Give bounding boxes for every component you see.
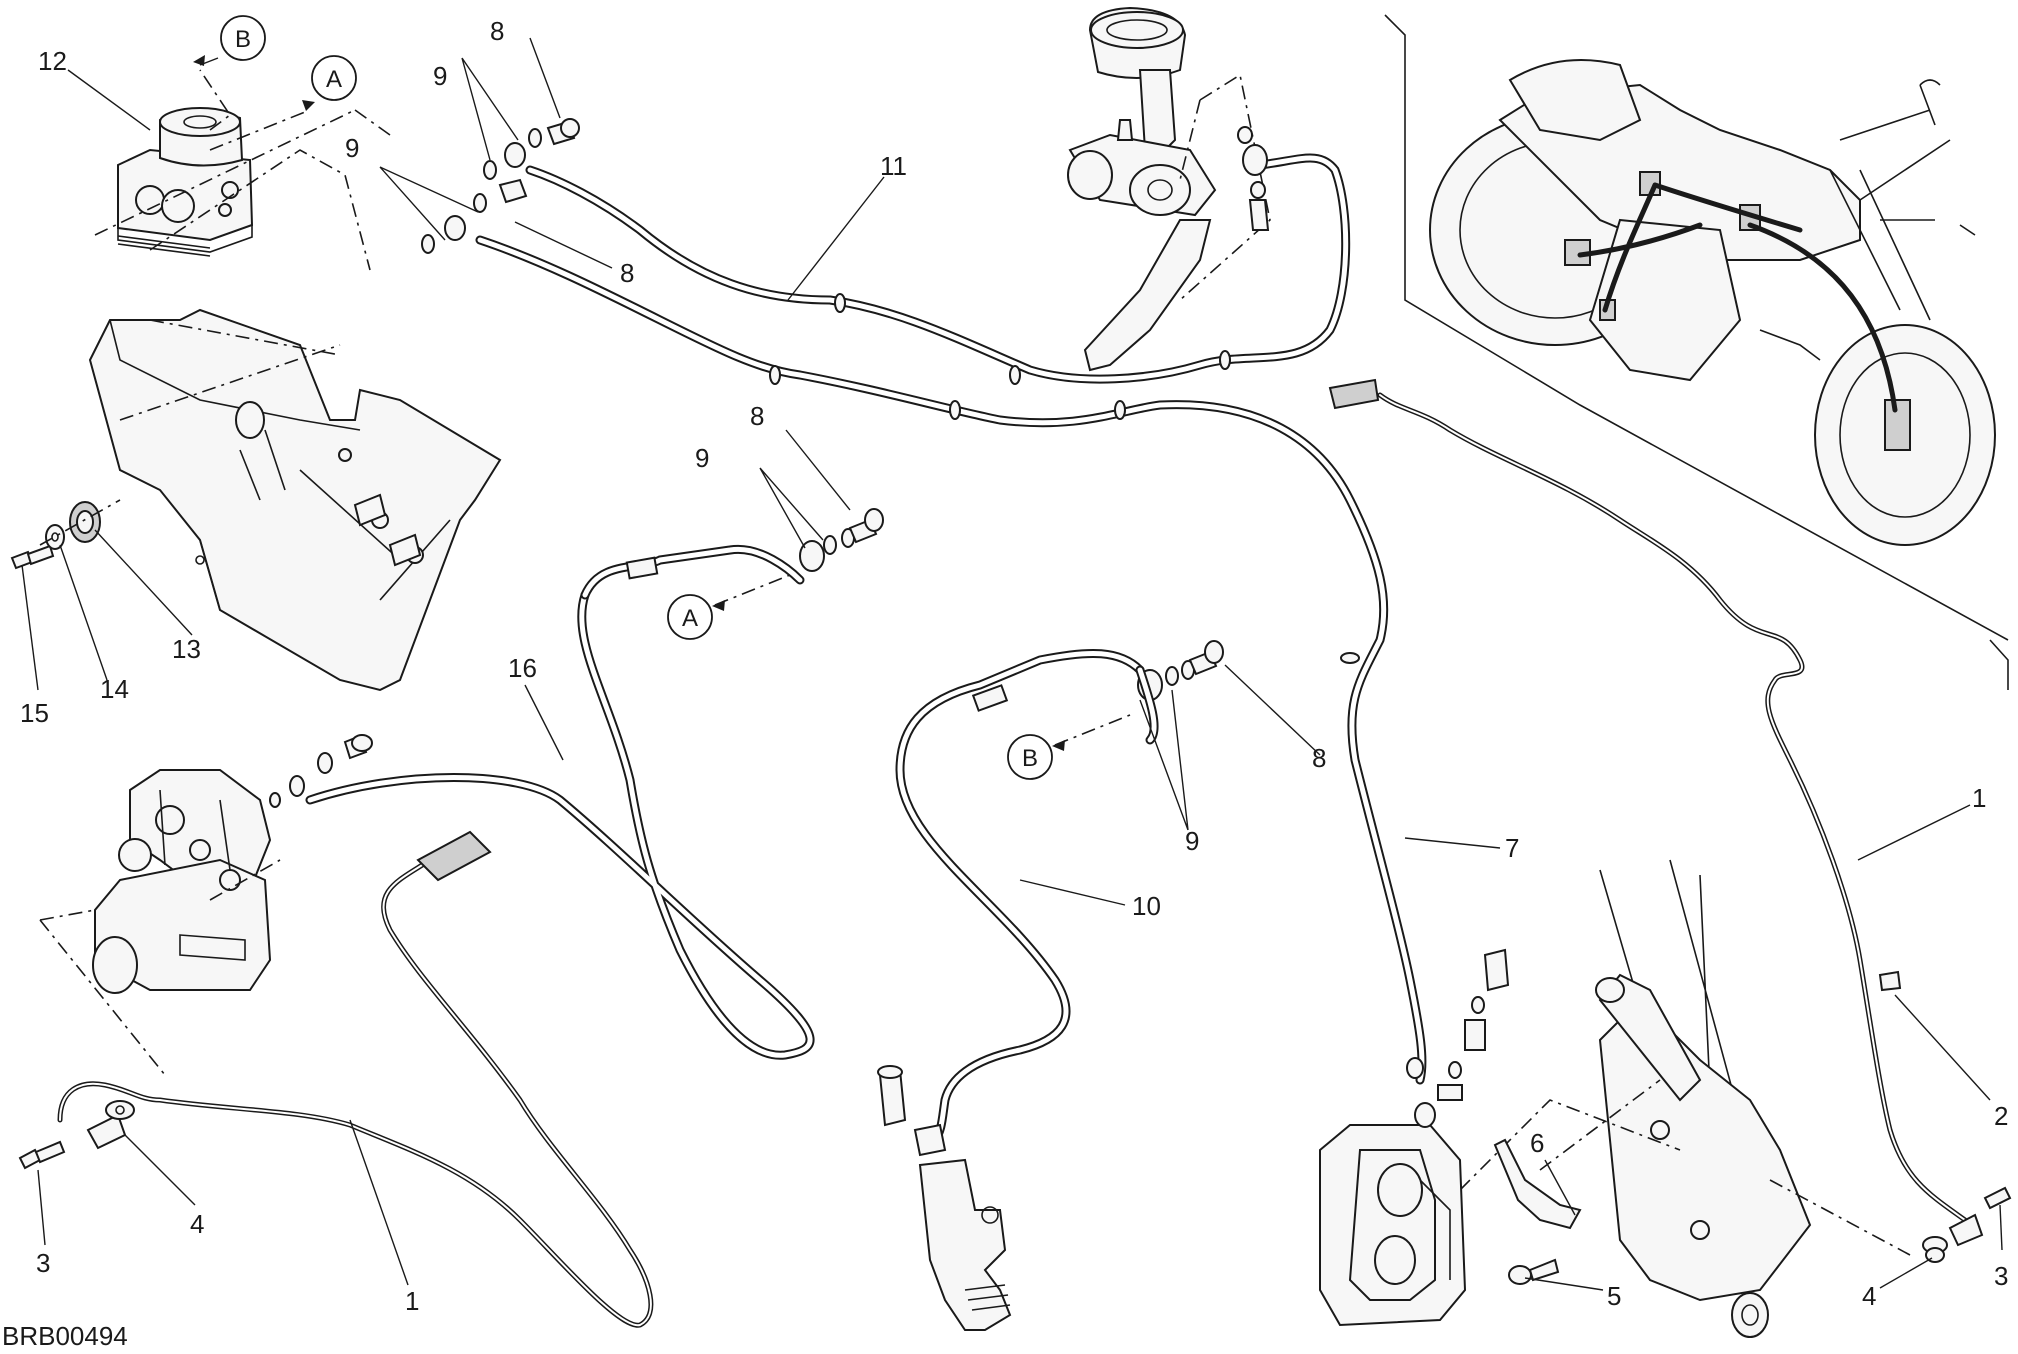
rear-sensor-connector <box>416 830 492 882</box>
front-speed-sensor <box>1922 1213 1984 1254</box>
brake-hose-7 <box>475 235 1427 1085</box>
ref-a-link-line <box>209 111 306 151</box>
callout-6: 6 <box>1530 1128 1544 1158</box>
brake-hose-11 <box>525 153 1351 384</box>
rubber-grommet-13 <box>69 501 101 543</box>
abs-outlet-fittings <box>421 118 580 254</box>
callout-8-middle: 8 <box>750 401 764 431</box>
sensor-bracket-6 <box>1493 1138 1582 1230</box>
rear-caliper-seal <box>269 792 281 808</box>
callout-15: 15 <box>20 698 49 728</box>
rear-caliper-washer-2 <box>289 775 305 797</box>
hose-10-ferrule <box>971 684 1009 712</box>
callout-1-right: 1 <box>1972 783 1986 813</box>
brake-hose-10 <box>895 649 1145 1145</box>
svg-text:B: B <box>235 26 251 53</box>
rear-caliper-banjo-bolt <box>343 734 373 760</box>
front-master-cylinder <box>1067 6 1217 372</box>
washer-14 <box>45 524 65 550</box>
rear-master-cylinder <box>877 1065 1012 1331</box>
leader-lines <box>21 37 2003 1291</box>
bracket-screw-5 <box>1508 1258 1560 1285</box>
svg-text:A: A <box>682 605 698 632</box>
callout-9-middle: 9 <box>695 443 709 473</box>
front-sensor-screw-3 <box>1983 1186 2012 1210</box>
ref-b-marker-middle: B <box>1007 734 1053 780</box>
rear-caliper-washer <box>317 752 333 774</box>
callout-3-right: 3 <box>1994 1261 2008 1291</box>
abs-unit-dash-box <box>94 109 391 271</box>
ref-b-marker-top: B <box>220 15 266 61</box>
ref-a-marker-top: A <box>311 55 357 101</box>
callout-4-left: 4 <box>190 1209 204 1239</box>
rear-brake-caliper <box>92 769 272 994</box>
motorcycle-inset <box>1384 14 2009 690</box>
rear-sensor-screw-3 <box>18 1140 66 1170</box>
callout-9-top: 9 <box>433 61 447 91</box>
hose-16-banjo <box>799 508 884 572</box>
callout-1-left: 1 <box>405 1286 419 1316</box>
callout-13: 13 <box>172 634 201 664</box>
ref-a-middle-line <box>714 574 791 606</box>
callout-7: 7 <box>1505 833 1519 863</box>
hose-16-ferrule <box>625 556 659 580</box>
svg-text:A: A <box>326 66 342 93</box>
abs-control-unit <box>117 107 254 257</box>
screw-15 <box>10 544 55 570</box>
front-caliper-dash-lines <box>1459 1079 1911 1256</box>
callout-9-left: 9 <box>345 133 359 163</box>
rear-caliper-dash-lines <box>39 859 281 1076</box>
ref-b-middle-line <box>1054 714 1131 746</box>
callout-8-top: 8 <box>490 16 504 46</box>
callout-8-left: 8 <box>620 258 634 288</box>
wire-grommet-2 <box>1878 970 1902 992</box>
callout-16: 16 <box>508 653 537 683</box>
front-caliper-banjo <box>1414 948 1510 1128</box>
callout-4-right: 4 <box>1862 1281 1876 1311</box>
abs-mounting-bracket <box>88 308 502 692</box>
callout-11: 11 <box>880 151 907 181</box>
callout-5: 5 <box>1607 1281 1621 1311</box>
svg-text:B: B <box>1022 745 1038 772</box>
callout-14: 14 <box>100 674 129 704</box>
front-brake-caliper <box>1319 1124 1467 1327</box>
master-cylinder-banjo <box>1237 126 1270 231</box>
callout-2: 2 <box>1994 1101 2008 1131</box>
callout-labels: 12 8 9 9 8 11 8 9 13 14 15 16 8 9 10 7 1… <box>20 16 2008 1316</box>
ref-b-link-line <box>199 69 232 131</box>
callout-3-left: 3 <box>36 1248 50 1278</box>
bracket-dash-lines <box>119 319 341 421</box>
callout-8-right: 8 <box>1312 743 1326 773</box>
hose-clips <box>769 293 1424 1079</box>
front-sensor-connector <box>1328 378 1380 410</box>
callout-12: 12 <box>38 46 67 76</box>
rear-speed-sensor <box>86 1100 135 1150</box>
callout-10: 10 <box>1132 891 1161 921</box>
drawing-code: BRB00494 <box>2 1321 128 1351</box>
front-fork-leg <box>1595 859 1812 1338</box>
callout-9-right: 9 <box>1185 826 1199 856</box>
ref-a-marker-middle: A <box>667 594 713 640</box>
